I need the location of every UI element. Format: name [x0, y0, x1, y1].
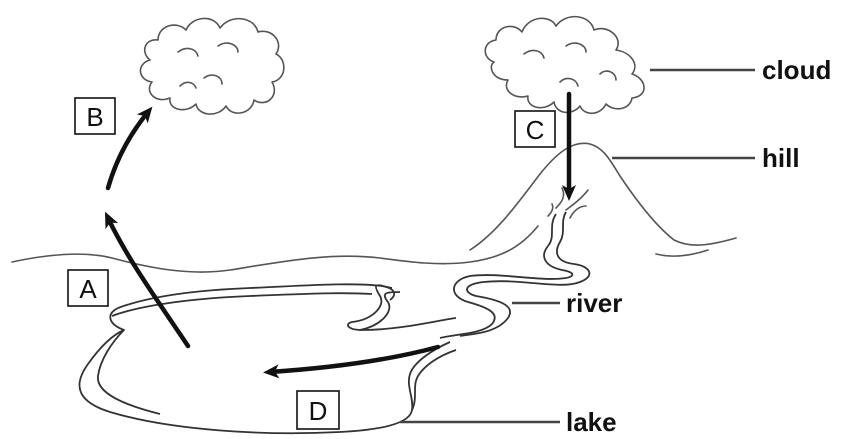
box-a: A: [67, 269, 109, 307]
box-d: D: [296, 390, 340, 430]
box-d-label: D: [309, 396, 328, 426]
river: [347, 211, 591, 339]
arrow-b: [105, 106, 153, 191]
lake: [78, 283, 457, 435]
lake-label: lake: [566, 407, 617, 437]
river-label: river: [566, 288, 622, 318]
cloud-label: cloud: [762, 55, 831, 85]
right-cloud: [484, 15, 645, 115]
hill-label: hill: [762, 143, 800, 173]
left-cloud: [139, 17, 285, 115]
box-b-label: B: [86, 102, 103, 132]
hill: [469, 142, 737, 257]
ground-line: [11, 225, 539, 273]
arrow-d: [263, 344, 441, 379]
arrow-a: [104, 211, 191, 349]
box-c: C: [514, 110, 556, 148]
box-b: B: [74, 97, 116, 135]
box-c-label: C: [526, 115, 545, 145]
box-a-label: A: [79, 274, 97, 304]
